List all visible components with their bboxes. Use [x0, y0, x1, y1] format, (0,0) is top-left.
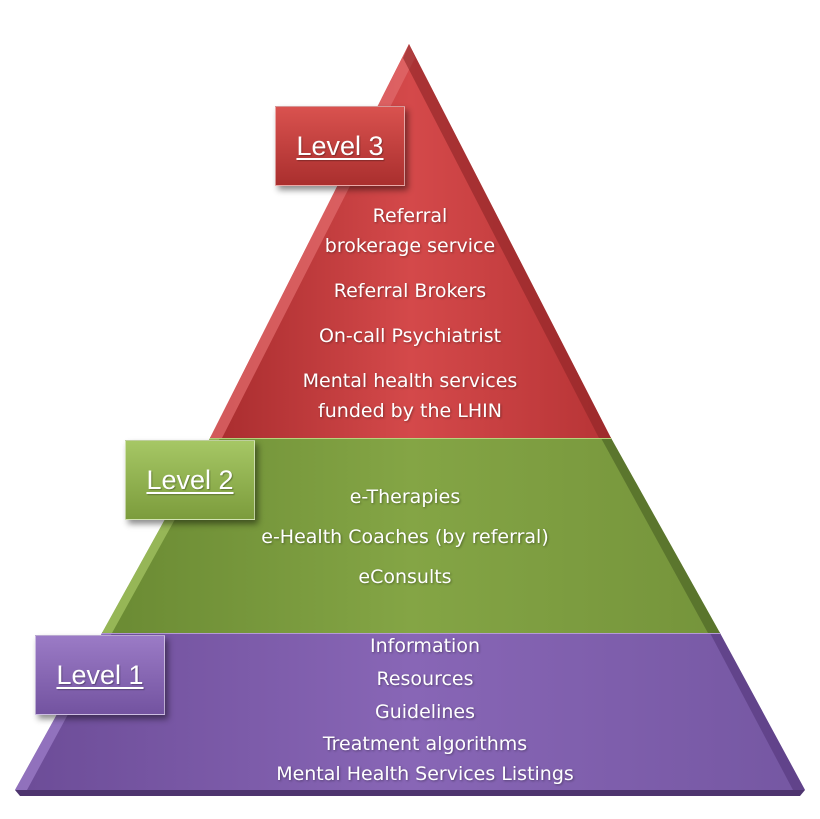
level-2-item: e-Health Coaches (by referral): [261, 526, 549, 548]
level-1-item: Treatment algorithms: [322, 733, 528, 755]
level-1-item: Guidelines: [375, 701, 475, 723]
level-2-items: e-Therapies e-Health Coaches (by referra…: [205, 477, 605, 597]
level-3-item: On-call Psychiatrist: [318, 325, 502, 347]
level-3-item: Referral: [372, 205, 448, 227]
level-3-items: Referral brokerage service Referral Brok…: [260, 201, 560, 426]
level-3-item: Mental health services: [302, 370, 518, 392]
level-2-item: eConsults: [358, 566, 452, 588]
level-3-label: Level 3: [275, 106, 405, 186]
level-3-item: Referral Brokers: [333, 280, 487, 302]
level-1-item: Information: [370, 635, 480, 657]
level-1-item: Resources: [376, 668, 474, 690]
level-1-items: Information Resources Guidelines Treatme…: [215, 630, 635, 789]
level-2-label: Level 2: [125, 440, 255, 520]
level-2-item: e-Therapies: [349, 486, 461, 508]
level-1-item: Mental Health Services Listings: [276, 763, 574, 785]
level-1-label: Level 1: [35, 635, 165, 715]
level-3-item: brokerage service: [324, 235, 496, 257]
level-3-item: funded by the LHIN: [318, 400, 502, 422]
